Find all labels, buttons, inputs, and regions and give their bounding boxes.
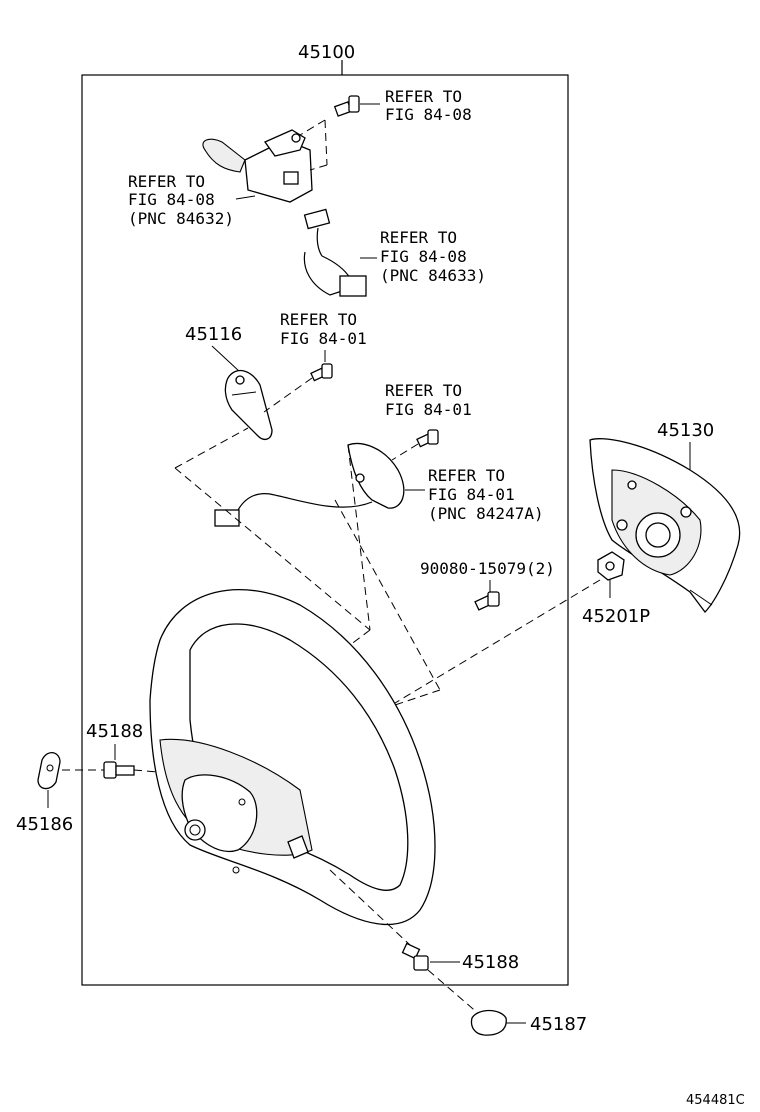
ref2-line2[interactable]: FIG 84-08 <box>128 190 215 209</box>
ref3-line2[interactable]: FIG 84-08 <box>380 247 467 266</box>
part-number-horn-pad[interactable]: 45130 <box>657 420 714 441</box>
horn-pad <box>589 438 741 613</box>
wire-harness-upper <box>303 208 377 297</box>
assembly-frame <box>81 60 569 986</box>
part-number-cover-left[interactable]: 45116 <box>185 324 242 345</box>
ref2-line3: (PNC 84632) <box>128 209 234 228</box>
ref3-line3: (PNC 84633) <box>380 266 486 285</box>
ref6-line3: (PNC 84247A) <box>428 504 544 523</box>
bolt-switch-right <box>391 429 439 461</box>
ref4-line2[interactable]: FIG 84-01 <box>280 329 367 348</box>
part-number-screw-left[interactable]: 45188 <box>86 721 143 742</box>
cap-left <box>37 752 61 790</box>
ref5-line1: REFER TO <box>385 381 462 400</box>
part-number-screw[interactable]: 90080-15079(2) <box>420 559 555 578</box>
screw-left <box>62 761 159 779</box>
ref5-line2[interactable]: FIG 84-01 <box>385 400 472 419</box>
cover-left <box>224 369 273 441</box>
part-number-assembly[interactable]: 45100 <box>298 42 355 63</box>
screw-bottom <box>329 869 481 1016</box>
part-number-cap-left[interactable]: 45186 <box>16 814 73 835</box>
steering-wheel <box>149 588 436 926</box>
ref1-line1: REFER TO <box>385 87 462 106</box>
turn-signal-switch <box>202 119 328 203</box>
steering-switch-right <box>214 442 405 527</box>
cap-bottom <box>470 1009 526 1036</box>
ref3-line1: REFER TO <box>380 228 457 247</box>
nut-45201p <box>597 551 625 581</box>
catalog-code: 454481C <box>686 1093 745 1108</box>
part-number-nut[interactable]: 45201P <box>582 606 650 627</box>
part-number-cap-bottom[interactable]: 45187 <box>530 1014 587 1035</box>
ref6-line2[interactable]: FIG 84-01 <box>428 485 515 504</box>
screw-center <box>474 591 500 611</box>
bolt-cover-left <box>263 350 333 413</box>
ref6-line1: REFER TO <box>428 466 505 485</box>
bolt-top <box>333 95 380 117</box>
part-number-screw-bottom[interactable]: 45188 <box>462 952 519 973</box>
ref1-line2[interactable]: FIG 84-08 <box>385 105 472 124</box>
ref4-line1: REFER TO <box>280 310 357 329</box>
ref2-line1: REFER TO <box>128 172 205 191</box>
